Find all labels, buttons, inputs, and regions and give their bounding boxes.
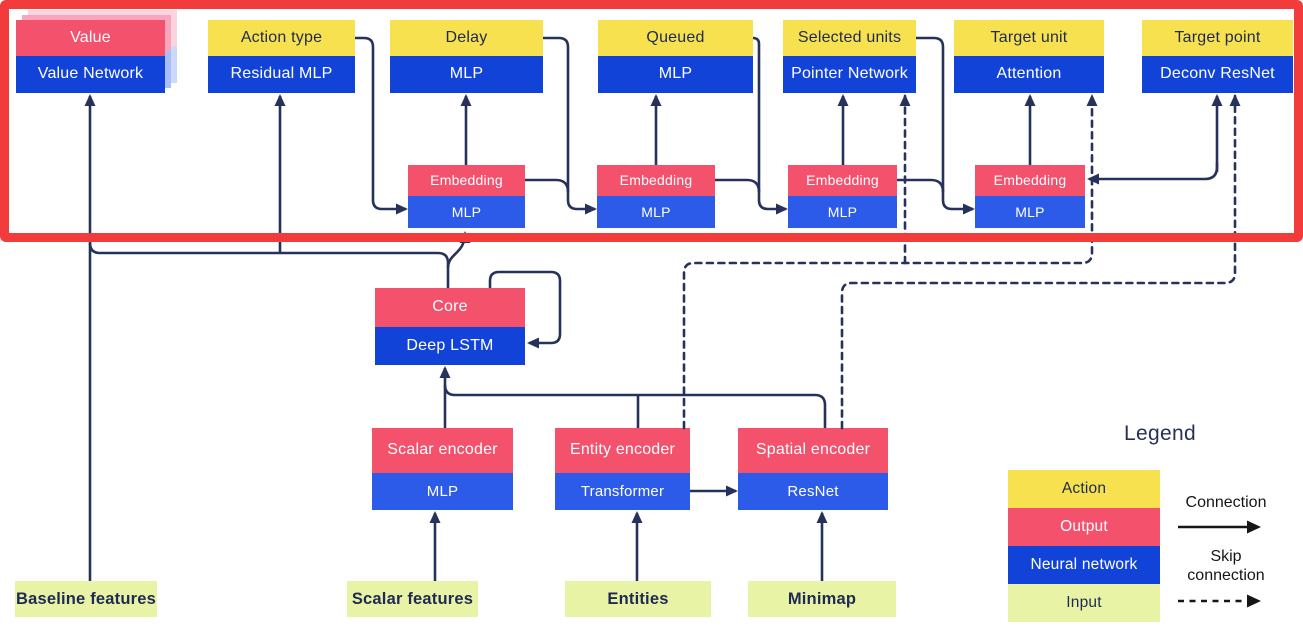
- resnet-label: ResNet: [738, 473, 888, 510]
- embedding-mlp-label: MLP: [975, 196, 1085, 228]
- encoder-entity: Entity encoder Transformer: [555, 428, 690, 510]
- deconv-resnet-label: Deconv ResNet: [1142, 56, 1293, 93]
- embedding-mlp-label: MLP: [788, 196, 897, 228]
- scalar-mlp-label: MLP: [372, 473, 513, 510]
- embedding-label: Embedding: [408, 165, 525, 196]
- connection-encoder-trunk: [443, 384, 827, 428]
- embedding-label: Embedding: [975, 165, 1085, 196]
- head-selected-units: Selected units Pointer Network: [783, 20, 916, 93]
- skip-connection-spatial-to-deconv-resnet: [840, 94, 1241, 430]
- connection-delay-to-embedding2: [543, 36, 597, 215]
- target-unit-label: Target unit: [954, 20, 1104, 56]
- legend-network-swatch: Neural network: [1008, 546, 1160, 584]
- core-label: Core: [375, 288, 525, 327]
- selected-units-label: Selected units: [783, 20, 916, 56]
- spatial-encoder-label: Spatial encoder: [738, 428, 888, 473]
- legend-skip-connection-label: Skip connection: [1187, 548, 1265, 584]
- connection-core-to-embedding1: [446, 231, 471, 269]
- embedding-label: Embedding: [597, 165, 715, 196]
- entity-encoder-label: Entity encoder: [555, 428, 690, 473]
- skip-connection-entity-to-attention: [682, 94, 1098, 430]
- legend-title: Legend: [1124, 422, 1196, 445]
- action-type-label: Action type: [208, 20, 355, 56]
- input-baseline-features: Baseline features: [15, 581, 157, 617]
- input-minimap: Minimap: [748, 581, 896, 617]
- attention-label: Attention: [954, 56, 1104, 93]
- queued-label: Queued: [598, 20, 753, 56]
- delay-label: Delay: [390, 20, 543, 56]
- input-entities: Entities: [565, 581, 711, 617]
- embedding-block-3: Embedding MLP: [788, 165, 897, 228]
- head-delay: Delay MLP: [390, 20, 543, 93]
- embedding-label: Embedding: [788, 165, 897, 196]
- embedding-mlp-label: MLP: [597, 196, 715, 228]
- connection-embedding3-out: [897, 178, 945, 193]
- connection-deconv-branch-to-embedding4: [1087, 163, 1219, 185]
- head-action-type: Action type Residual MLP: [208, 20, 355, 93]
- embedding-mlp-label: MLP: [408, 196, 525, 228]
- legend-input-swatch: Input: [1008, 584, 1160, 622]
- scalar-encoder-label: Scalar encoder: [372, 428, 513, 473]
- connection-embedding2-out: [715, 178, 761, 193]
- legend-connection-label: Connection: [1185, 494, 1267, 511]
- encoder-spatial: Spatial encoder ResNet: [738, 428, 888, 510]
- encoder-scalar: Scalar encoder MLP: [372, 428, 513, 510]
- connection-core-output-trunk: [88, 242, 450, 288]
- legend-output-swatch: Output: [1008, 508, 1160, 546]
- pointer-network-label: Pointer Network: [783, 56, 916, 93]
- value-network-label: Value Network: [16, 56, 165, 93]
- transformer-label: Transformer: [555, 473, 690, 510]
- input-scalar-features: Scalar features: [347, 581, 478, 617]
- queued-mlp-label: MLP: [598, 56, 753, 93]
- value-output-label: Value: [16, 20, 165, 56]
- head-queued: Queued MLP: [598, 20, 753, 93]
- delay-mlp-label: MLP: [390, 56, 543, 93]
- embedding-block-2: Embedding MLP: [597, 165, 715, 228]
- core-block: Core Deep LSTM: [375, 288, 525, 365]
- residual-mlp-label: Residual MLP: [208, 56, 355, 93]
- embedding-block-1: Embedding MLP: [408, 165, 525, 228]
- head-value: Value Value Network: [16, 20, 165, 93]
- head-target-point: Target point Deconv ResNet: [1142, 20, 1293, 93]
- target-point-label: Target point: [1142, 20, 1293, 56]
- legend-swatch-stack: Action Output Neural network Input: [1008, 470, 1160, 622]
- embedding-block-4: Embedding MLP: [975, 165, 1085, 228]
- connection-queued-to-embedding3: [752, 36, 788, 215]
- deep-lstm-label: Deep LSTM: [375, 327, 525, 365]
- head-target-unit: Target unit Attention: [954, 20, 1104, 93]
- legend-action-swatch: Action: [1008, 470, 1160, 508]
- connection-embedding1-out: [525, 178, 570, 193]
